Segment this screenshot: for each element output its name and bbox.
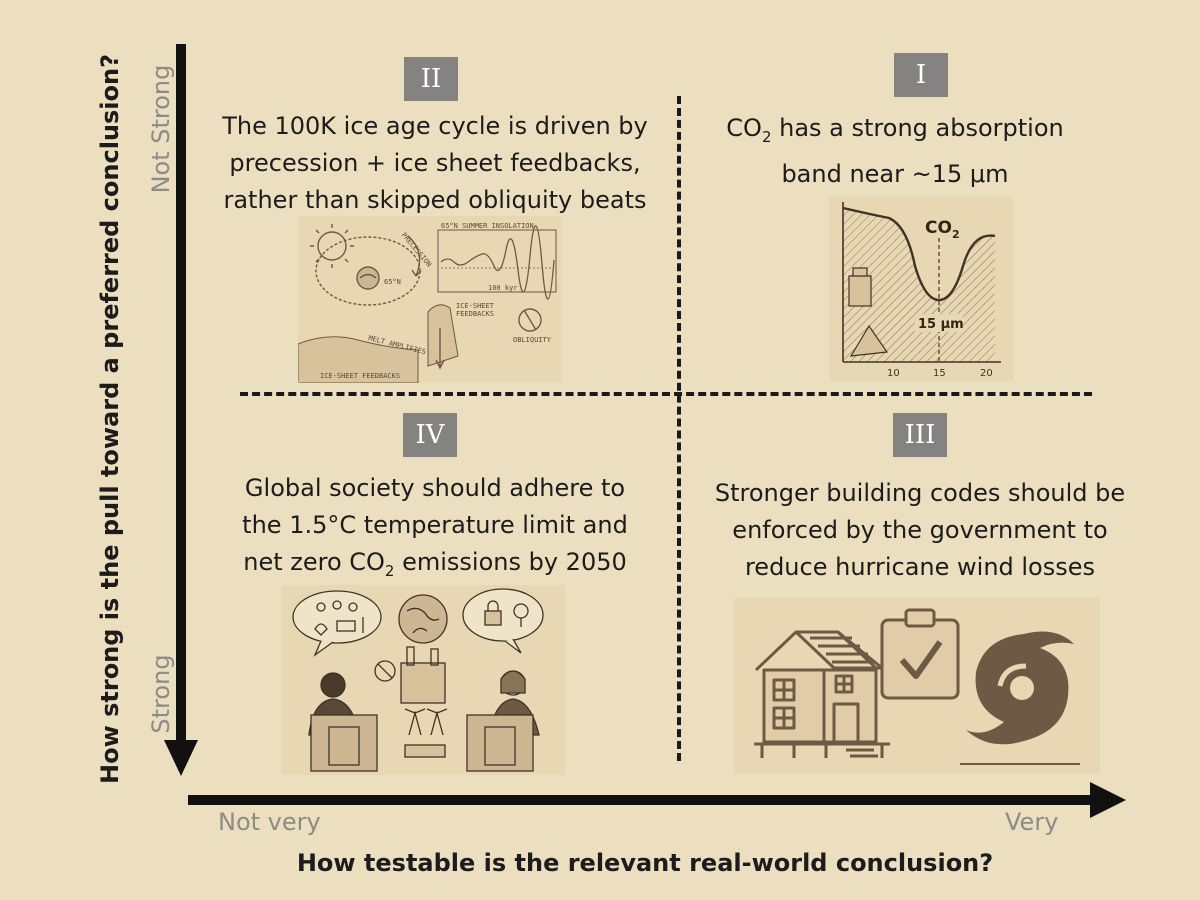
quadrant-i-badge: I: [894, 53, 948, 97]
podium-left: [310, 714, 378, 772]
svg-text:ICE-SHEET FEEDBACKS: ICE-SHEET FEEDBACKS: [320, 372, 400, 380]
quadrant-iv-line-1: Global society should adhere to: [244, 474, 626, 502]
orbital-cycles-illustration: 65°N SUMMER INSOLATION PRECESSION 65°N 1…: [298, 216, 561, 383]
quadrant-i-line-1: CO2 has a strong absorption: [726, 114, 1064, 146]
no-fire-icon: [374, 660, 396, 682]
building-codes-illustration: [734, 598, 1100, 774]
y-axis-title: How strong is the pull toward a preferre…: [96, 53, 124, 784]
quadrant-iii-text: Stronger building codes should be enforc…: [690, 475, 1150, 586]
x-axis-line: [188, 795, 1100, 805]
lock-icon: [484, 610, 502, 626]
svg-text:65°N SUMMER INSOLATION: 65°N SUMMER INSOLATION: [441, 222, 534, 230]
svg-text:15: 15: [933, 368, 946, 379]
quadrant-iii-line-3: reduce hurricane wind losses: [744, 553, 1096, 581]
quadrant-ii-line-1: The 100K ice age cycle is driven by: [222, 112, 648, 140]
quadrant-iv-badge: IV: [403, 413, 457, 457]
svg-text:OBLIQUITY: OBLIQUITY: [513, 336, 552, 344]
y-axis-top-label: Not Strong: [147, 64, 175, 194]
quadrant-divider-vertical: [677, 96, 681, 761]
speech-bubble-left: [292, 590, 382, 644]
obliquity-icon: [518, 308, 542, 332]
co2-spectrum-illustration: CO2 15 μm 10 15 20: [829, 196, 1013, 382]
svg-text:15 μm: 15 μm: [918, 317, 964, 332]
wind-turbine-icon: [404, 708, 426, 736]
svg-text:65°N: 65°N: [384, 278, 401, 286]
quadrant-i-line-2: band near ~15 μm: [781, 159, 1009, 188]
svg-text:FEEDBACKS: FEEDBACKS: [456, 310, 494, 318]
svg-text:100 kyr: 100 kyr: [488, 284, 518, 292]
hurricane-icon: [960, 631, 1080, 765]
sun-icon: [317, 231, 347, 261]
x-axis-arrowhead: [1090, 782, 1126, 818]
quadrant-iii-line-1: Stronger building codes should be: [714, 479, 1126, 507]
quadrant-ii-badge: II: [404, 57, 458, 101]
checklist-icon: [880, 608, 960, 700]
house-icon: [754, 630, 890, 758]
y-axis-bottom-label: Strong: [147, 654, 175, 734]
quadrant-iv-line-2: the 1.5°C temperature limit and: [242, 511, 628, 539]
svg-text:10: 10: [887, 368, 900, 379]
solar-panel-icon: [404, 744, 446, 758]
quadrant-i-text: CO2 has a strong absorption band near ~1…: [690, 110, 1100, 193]
heart-icon: [314, 623, 328, 636]
debate-illustration: [281, 585, 565, 775]
svg-text:ICE-SHEET: ICE-SHEET: [456, 302, 495, 310]
x-axis-left-label: Not very: [218, 808, 321, 836]
quadrant-divider-horizontal: [240, 392, 1092, 396]
globe-icon: [398, 594, 448, 644]
speaker-left: [320, 672, 346, 698]
earth-icon: [356, 266, 380, 290]
quadrant-iii-line-2: enforced by the government to: [732, 516, 1108, 544]
y-axis-arrowhead: [164, 740, 198, 776]
quadrant-ii-text: The 100K ice age cycle is driven by prec…: [195, 108, 675, 219]
y-axis-line: [176, 44, 186, 750]
quadrant-ii-line-2: precession + ice sheet feedbacks,: [229, 149, 641, 177]
quadrant-iv-text: Global society should adhere to the 1.5°…: [205, 470, 665, 590]
factory-icon: [400, 662, 446, 704]
svg-text:CO2: CO2: [925, 218, 960, 241]
x-axis-right-label: Very: [1005, 808, 1059, 836]
quadrant-ii-line-3: rather than skipped obliquity beats: [223, 186, 647, 214]
svg-text:20: 20: [980, 368, 993, 379]
x-axis-title: How testable is the relevant real-world …: [296, 849, 994, 877]
svg-text:PRECESSION: PRECESSION: [400, 231, 433, 268]
speech-bubble-right: [462, 588, 544, 642]
quadrant-iii-badge: III: [893, 413, 947, 457]
quadrant-iv-line-3: net zero CO2 emissions by 2050: [243, 548, 627, 580]
podium-right: [466, 714, 534, 772]
